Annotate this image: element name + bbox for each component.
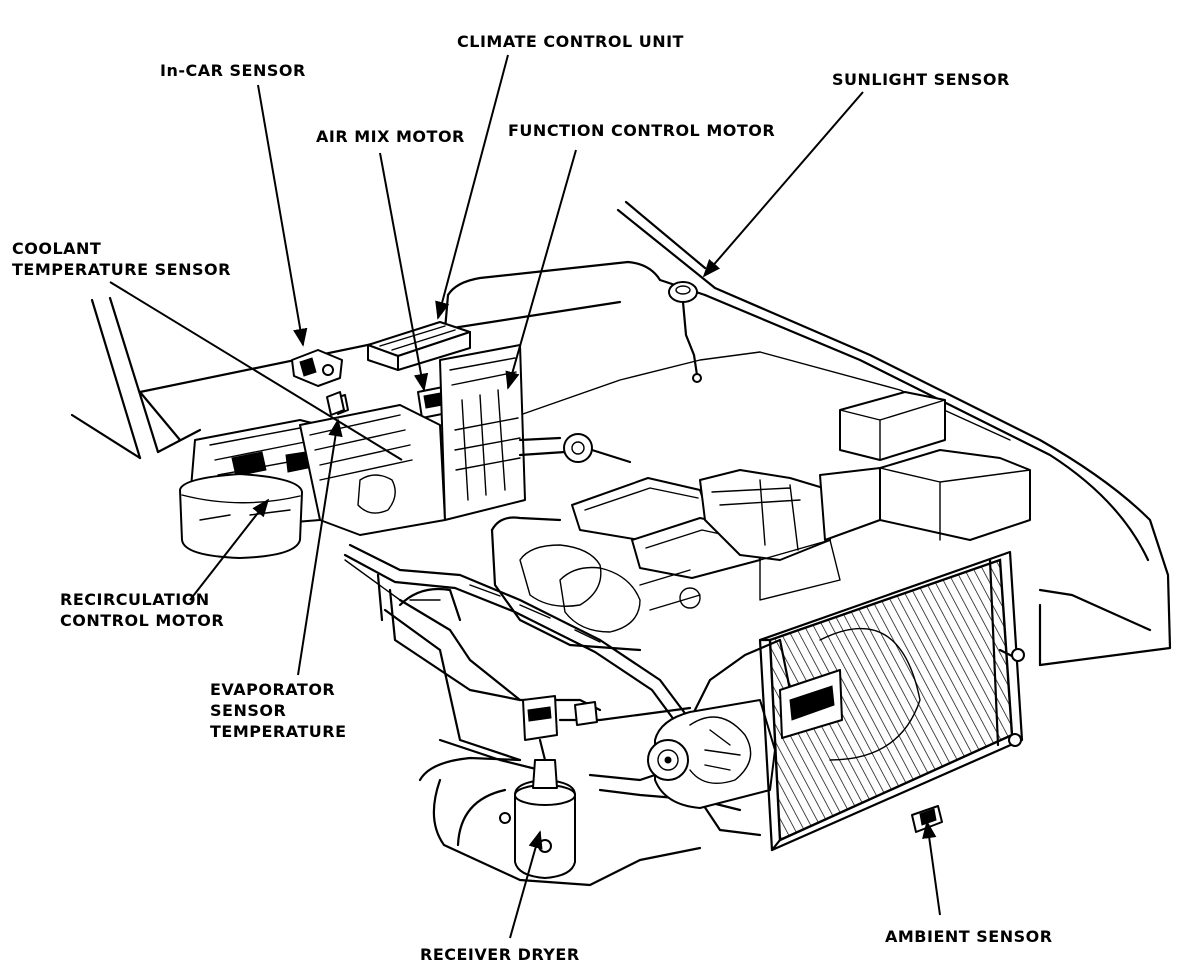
compressor xyxy=(647,699,776,809)
label-recirculation-line1: RECIRCULATION xyxy=(60,590,210,609)
in-car-sensor-part xyxy=(291,349,343,387)
coolant-sensor-part xyxy=(326,391,345,416)
label-function-control-motor: FUNCTION CONTROL MOTOR xyxy=(508,121,775,140)
label-evaporator-line2: SENSOR xyxy=(210,701,286,720)
label-coolant-line1: COOLANT xyxy=(12,239,101,258)
engine-block xyxy=(398,391,1031,652)
receiver-dryer-part xyxy=(499,695,598,879)
label-climate-control-unit: CLIMATE CONTROL UNIT xyxy=(457,32,684,51)
label-sunlight-sensor: SUNLIGHT SENSOR xyxy=(832,70,1010,89)
label-receiver-dryer: RECEIVER DRYER xyxy=(420,945,580,964)
label-air-mix-motor: AIR MIX MOTOR xyxy=(316,127,465,146)
label-ambient-sensor: AMBIENT SENSOR xyxy=(885,927,1053,946)
label-evaporator-line1: EVAPORATOR xyxy=(210,680,335,699)
label-evaporator-line3: TEMPERATURE xyxy=(210,722,347,741)
label-coolant-line2: TEMPERATURE SENSOR xyxy=(12,260,231,279)
condenser xyxy=(758,550,1025,852)
label-recirculation-line2: CONTROL MOTOR xyxy=(60,611,224,630)
leader-lines xyxy=(109,54,941,939)
climate-control-unit-box xyxy=(367,321,471,371)
sunlight-sensor-part xyxy=(668,281,702,383)
label-in-car-sensor: In-CAR SENSOR xyxy=(160,61,306,80)
